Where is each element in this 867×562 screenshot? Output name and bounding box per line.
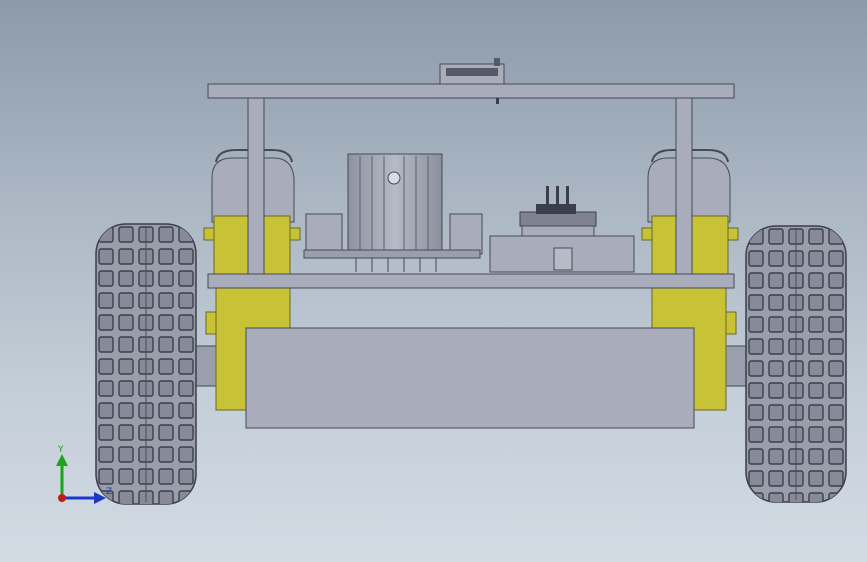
wheel-left[interactable] [95, 223, 197, 505]
axis-z-label: Z [106, 487, 112, 497]
top-sensor-module [439, 58, 505, 104]
battery-box[interactable] [245, 327, 695, 429]
pillar-left [247, 97, 265, 275]
pillar-right [675, 97, 693, 275]
driver-board [303, 213, 483, 272]
wheel-right[interactable] [745, 225, 847, 503]
middle-plate[interactable] [207, 273, 735, 289]
controller-board [489, 186, 635, 273]
axis-origin-icon [58, 494, 66, 502]
heatsink [347, 153, 443, 253]
axis-y-arrow-icon [56, 454, 68, 466]
axis-y-label: Y [57, 445, 64, 455]
axis-triad: Y Z [56, 445, 112, 504]
axis-z-arrow-icon [94, 492, 106, 504]
top-plate[interactable] [207, 83, 735, 99]
